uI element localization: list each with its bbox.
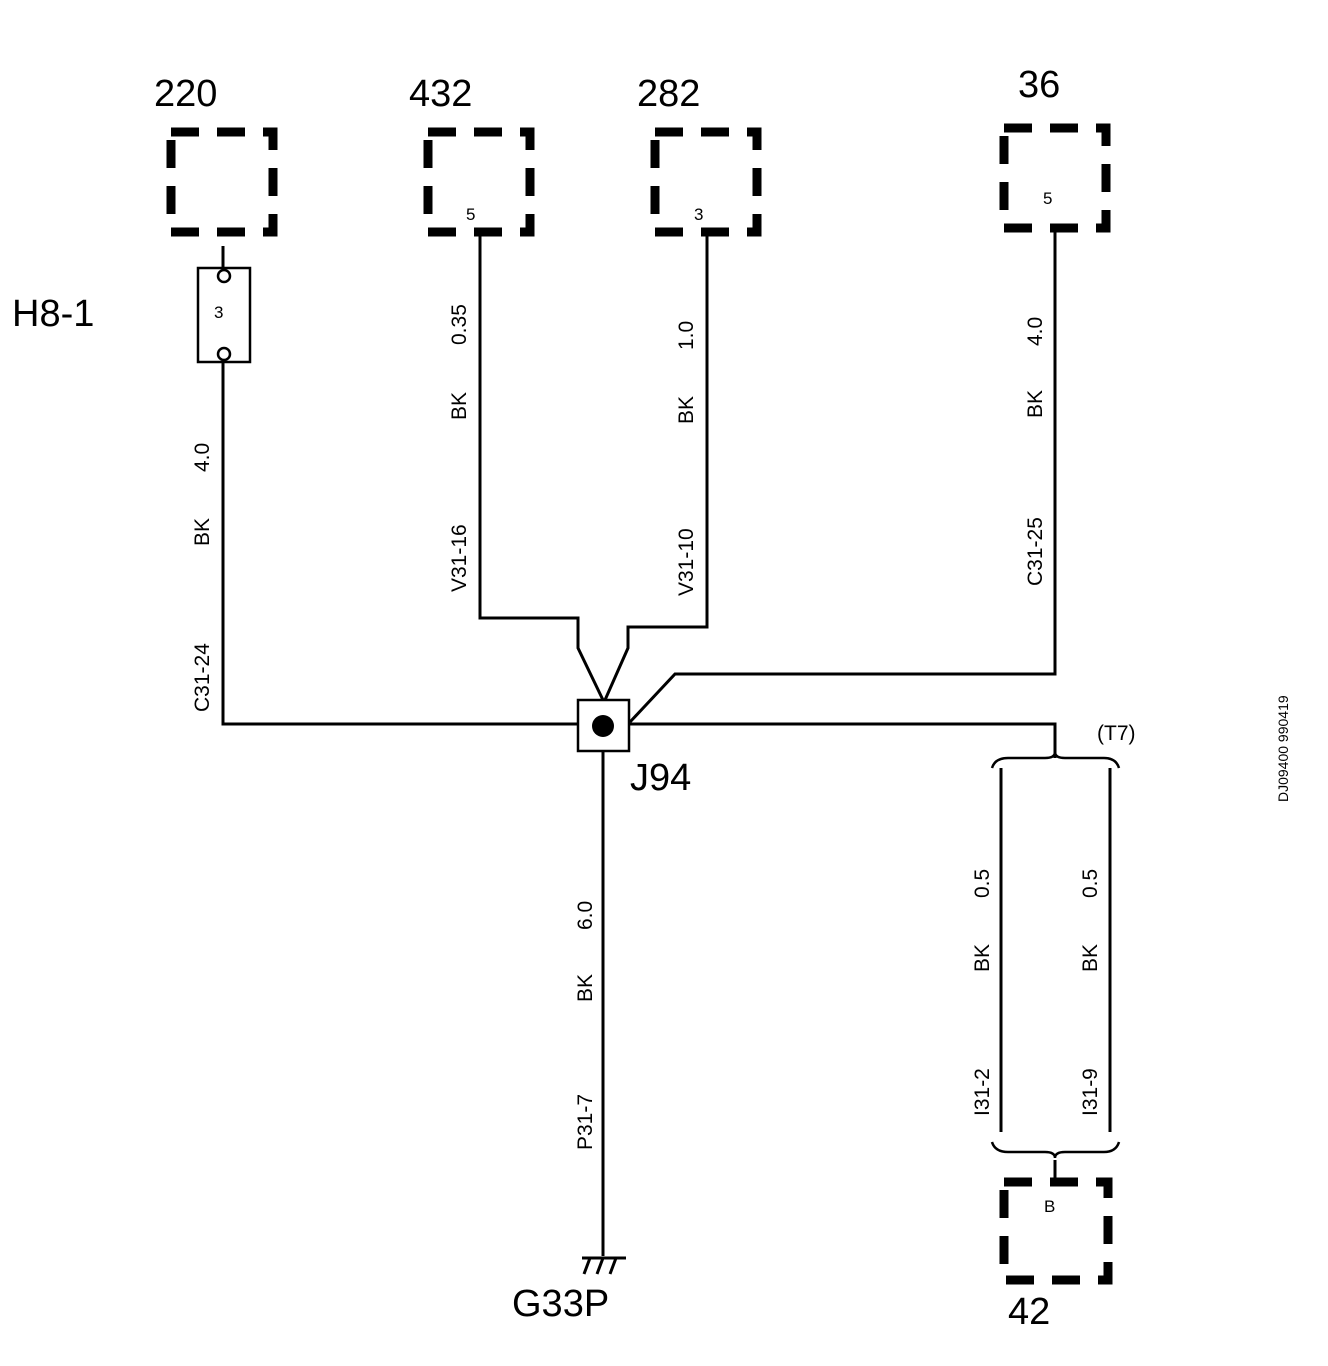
- component-282-box: [650, 127, 762, 237]
- twisted-pair-bottom-brace: [990, 1141, 1121, 1159]
- component-36: 36 5: [999, 64, 1111, 233]
- wire-432-connector: V31-16: [448, 524, 471, 592]
- component-282-label: 282: [637, 73, 700, 115]
- component-42-pin: B: [1044, 1197, 1055, 1216]
- fuse-terminal-bottom: [216, 346, 232, 362]
- fuse-terminal-top: [216, 268, 232, 284]
- wire-220-color: BK: [191, 518, 214, 546]
- wire-36-path: [628, 228, 1057, 724]
- wire-36-gauge: 4.0: [1024, 317, 1047, 346]
- wire-282-color: BK: [675, 396, 698, 424]
- twisted-pair-t7: (T7) 0.5 BK I31-2 0.5 BK I31-9: [971, 722, 1136, 1180]
- wire-432-color: BK: [448, 392, 471, 420]
- wire-282-path: [603, 232, 709, 701]
- component-432-pin: 5: [466, 205, 475, 224]
- wire-ground: 6.0 BK P31-7: [574, 752, 605, 1256]
- wire-ground-connector: P31-7: [574, 1094, 597, 1150]
- component-432-label: 432: [409, 73, 472, 115]
- wire-282-connector: V31-10: [675, 528, 698, 596]
- component-432-box: [423, 127, 535, 237]
- wire-36: 4.0 BK C31-25: [628, 228, 1057, 724]
- wire-282: 1.0 BK V31-10: [603, 232, 709, 701]
- wire-t7b-gauge: 0.5: [1079, 869, 1102, 898]
- splice-dot: [592, 715, 614, 737]
- document-id: DJ09400 990419: [1275, 695, 1291, 802]
- splice-box: [576, 698, 631, 753]
- fuse-label: H8-1: [12, 293, 94, 335]
- ground-label: G33P: [512, 1283, 609, 1325]
- ground-hatch-1: [582, 1257, 592, 1275]
- component-220-box: [166, 127, 278, 237]
- wire-t7-feed: [629, 722, 1057, 758]
- component-282-pin: 3: [694, 205, 703, 224]
- component-42-label: 42: [1008, 1291, 1050, 1333]
- ground-hatch-2: [595, 1257, 605, 1275]
- component-36-pin: 5: [1043, 189, 1052, 208]
- component-220: 220: [154, 73, 278, 237]
- wire-36-connector: C31-25: [1024, 517, 1047, 586]
- component-220-label: 220: [154, 73, 217, 115]
- wire-432: 0.35 BK V31-16: [448, 232, 605, 701]
- fuse-value: 3: [214, 303, 223, 322]
- wire-36-color: BK: [1024, 390, 1047, 418]
- component-432: 432 5: [409, 73, 535, 237]
- wire-282-gauge: 1.0: [675, 321, 698, 350]
- ground-g33p: G33P: [512, 1256, 626, 1325]
- splice-label: J94: [630, 757, 691, 799]
- component-42: 42 B: [999, 1177, 1113, 1333]
- component-36-label: 36: [1018, 64, 1060, 106]
- wire-ground-gauge: 6.0: [574, 901, 597, 930]
- component-36-box: [999, 123, 1111, 233]
- wire-220-path: [221, 362, 578, 726]
- wire-432-path: [478, 232, 605, 701]
- wire-220-gauge: 4.0: [191, 443, 214, 472]
- wire-ground-color: BK: [574, 974, 597, 1002]
- wire-t7a-color: BK: [971, 944, 994, 972]
- wire-t7a-connector: I31-2: [971, 1068, 994, 1116]
- wire-t7b-color: BK: [1079, 944, 1102, 972]
- splice-j94: J94: [576, 698, 691, 799]
- component-282: 282 3: [637, 73, 762, 237]
- fuse-h8-1: H8-1 3: [12, 246, 252, 364]
- twisted-pair-top-brace: [990, 751, 1121, 769]
- wire-t7b-connector: I31-9: [1079, 1068, 1102, 1116]
- wire-220-connector: C31-24: [191, 643, 214, 712]
- wire-t7-feed-path: [629, 722, 1057, 758]
- wire-t7a-gauge: 0.5: [971, 869, 994, 898]
- twisted-pair-label: (T7): [1097, 722, 1136, 745]
- ground-hatch-3: [608, 1257, 618, 1275]
- component-42-box: [999, 1177, 1113, 1285]
- wire-220: 4.0 BK C31-24: [191, 362, 578, 726]
- wire-432-gauge: 0.35: [448, 304, 471, 345]
